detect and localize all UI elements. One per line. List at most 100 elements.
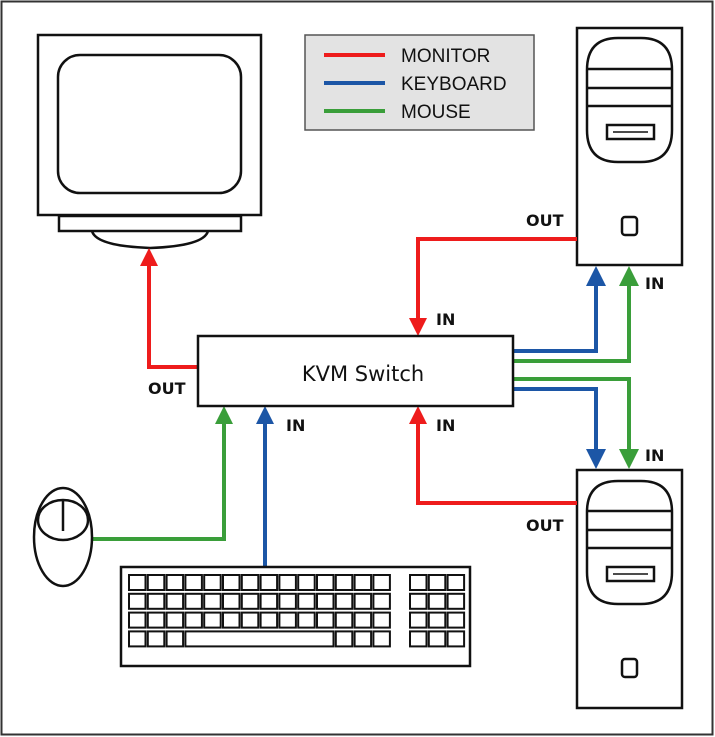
keyboard-key	[316, 592, 335, 610]
keyboard-key	[203, 592, 222, 610]
keyboard-key	[240, 574, 260, 591]
kvm-switch-label: KVM Switch	[302, 362, 424, 386]
keyboard-key	[203, 574, 222, 591]
monitor-icon	[36, 33, 263, 250]
keyboard-key	[146, 630, 166, 648]
keyboard-numpad-key	[446, 611, 466, 629]
keyboard-key	[278, 611, 297, 629]
keyboard-key	[334, 630, 354, 648]
keyboard-key	[184, 611, 203, 629]
keyboard-key	[259, 574, 279, 591]
keyboard-key	[128, 611, 147, 629]
label-kvm-input-in: IN	[286, 416, 305, 435]
label-kvm-monitor-in-bottom: IN	[436, 416, 455, 435]
keyboard-key	[128, 574, 147, 591]
mouse-buttons	[36, 498, 90, 542]
label-computer-1-out: OUT	[526, 211, 564, 230]
mouse-icon	[32, 486, 94, 588]
keyboard-key	[165, 611, 185, 629]
keyboard-key	[184, 592, 203, 610]
keyboard-key	[334, 611, 354, 629]
keyboard-key	[203, 611, 222, 629]
computer-2-icon	[575, 468, 684, 710]
keyboard-key	[297, 611, 316, 629]
computer-1-drive-bay	[585, 36, 674, 164]
arrow-computer-2-keyboard	[586, 449, 606, 469]
wire-kvm-to-monitor	[147, 262, 198, 369]
computer-2-drive-bay	[585, 479, 674, 606]
keyboard-key	[128, 592, 147, 610]
keyboard-key	[372, 574, 391, 591]
wires	[92, 237, 639, 568]
legend-label-monitor: MONITOR	[401, 46, 490, 67]
keyboard-numpad-key	[427, 611, 447, 629]
arrow-computer-1-mouse	[619, 266, 639, 286]
keyboard-numpad-key	[427, 574, 447, 591]
wire-kvm-keyboard-to-computer-2	[513, 387, 598, 455]
keyboard-key	[316, 574, 335, 591]
keyboard-key	[372, 611, 391, 629]
computer-2-case	[575, 468, 684, 710]
keyboard-key	[372, 592, 391, 610]
wire-computer-2-video	[416, 420, 577, 505]
keyboard-key	[128, 630, 147, 648]
computer-1-disk-slot	[605, 123, 656, 141]
legend-label-keyboard: KEYBOARD	[401, 74, 507, 95]
keyboard-key	[165, 630, 185, 648]
computer-1-case	[575, 26, 684, 267]
kvm-switch-box	[196, 334, 515, 408]
arrow-computer-2-mouse	[619, 449, 639, 469]
keyboard-numpad-key	[446, 574, 466, 591]
keyboard-key	[353, 630, 373, 648]
computer-1-power-button	[620, 215, 639, 237]
keyboard-numpad-key	[409, 592, 428, 610]
label-computer-1-in: IN	[645, 274, 664, 293]
keyboard-key	[165, 592, 185, 610]
keyboard-numpad-key	[427, 630, 447, 648]
keyboard-key	[353, 611, 373, 629]
monitor-bezel	[36, 33, 263, 217]
computer-2-disk-slot	[605, 565, 656, 583]
keyboard-key	[184, 574, 203, 591]
label-kvm-monitor-in-top: IN	[436, 310, 455, 329]
arrow-keyboard-in	[256, 406, 274, 424]
keyboard-key	[297, 574, 316, 591]
arrow-computer-1-keyboard	[586, 266, 606, 286]
wire-computer-1-video	[416, 237, 577, 322]
keyboard-icon	[119, 565, 472, 668]
keyboard-key	[240, 611, 260, 629]
keyboard-numpad-key	[409, 574, 428, 591]
keyboard-key	[165, 574, 185, 591]
keyboard-key	[297, 592, 316, 610]
keyboard-key	[222, 592, 241, 610]
keyboard-key	[278, 574, 297, 591]
arrow-kvm-in-top	[409, 318, 427, 336]
keyboard-key	[259, 611, 279, 629]
monitor-stand	[90, 230, 210, 250]
keyboard-key	[222, 611, 241, 629]
arrow-kvm-in-bottom	[409, 406, 427, 424]
monitor-screen	[56, 53, 243, 195]
legend-label-mouse: MOUSE	[401, 102, 471, 123]
keyboard-key	[372, 630, 391, 648]
keyboard-numpad-key	[427, 592, 447, 610]
keyboard-numpad-key	[446, 630, 466, 648]
label-computer-2-out: OUT	[526, 516, 564, 535]
label-kvm-monitor-out: OUT	[148, 379, 186, 398]
wire-kvm-mouse-to-computer-1	[513, 280, 631, 363]
kvm-switch: KVM Switch	[196, 334, 515, 408]
wire-kvm-mouse-to-computer-2	[513, 377, 631, 455]
keyboard-numpad-key	[446, 592, 466, 610]
mouse-body	[32, 486, 94, 588]
keyboard-key	[278, 592, 297, 610]
legend: MONITOR KEYBOARD MOUSE	[304, 34, 535, 131]
keyboard-key	[222, 574, 241, 591]
keyboard-key	[316, 611, 335, 629]
keyboard-key	[146, 592, 166, 610]
wire-mouse	[92, 420, 226, 541]
keyboard-spacebar	[184, 630, 335, 648]
keyboard-key	[146, 611, 166, 629]
arrow-to-monitor	[140, 248, 158, 266]
computer-1-icon	[575, 26, 684, 267]
